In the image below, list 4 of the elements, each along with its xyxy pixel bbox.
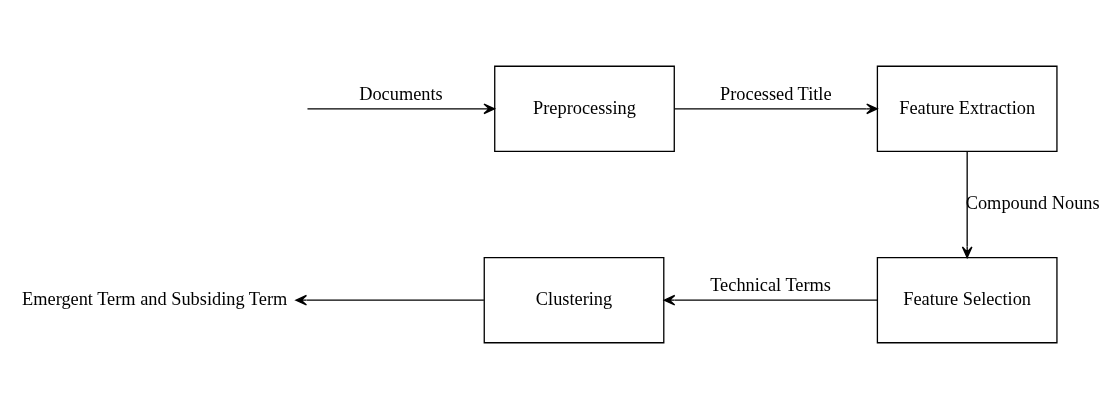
node-text: Emergent Term and Subsiding Term bbox=[22, 289, 288, 310]
edge-label: Technical Terms bbox=[710, 275, 831, 296]
edge-label: Processed Title bbox=[720, 83, 832, 104]
edge-label: Documents bbox=[359, 83, 443, 104]
